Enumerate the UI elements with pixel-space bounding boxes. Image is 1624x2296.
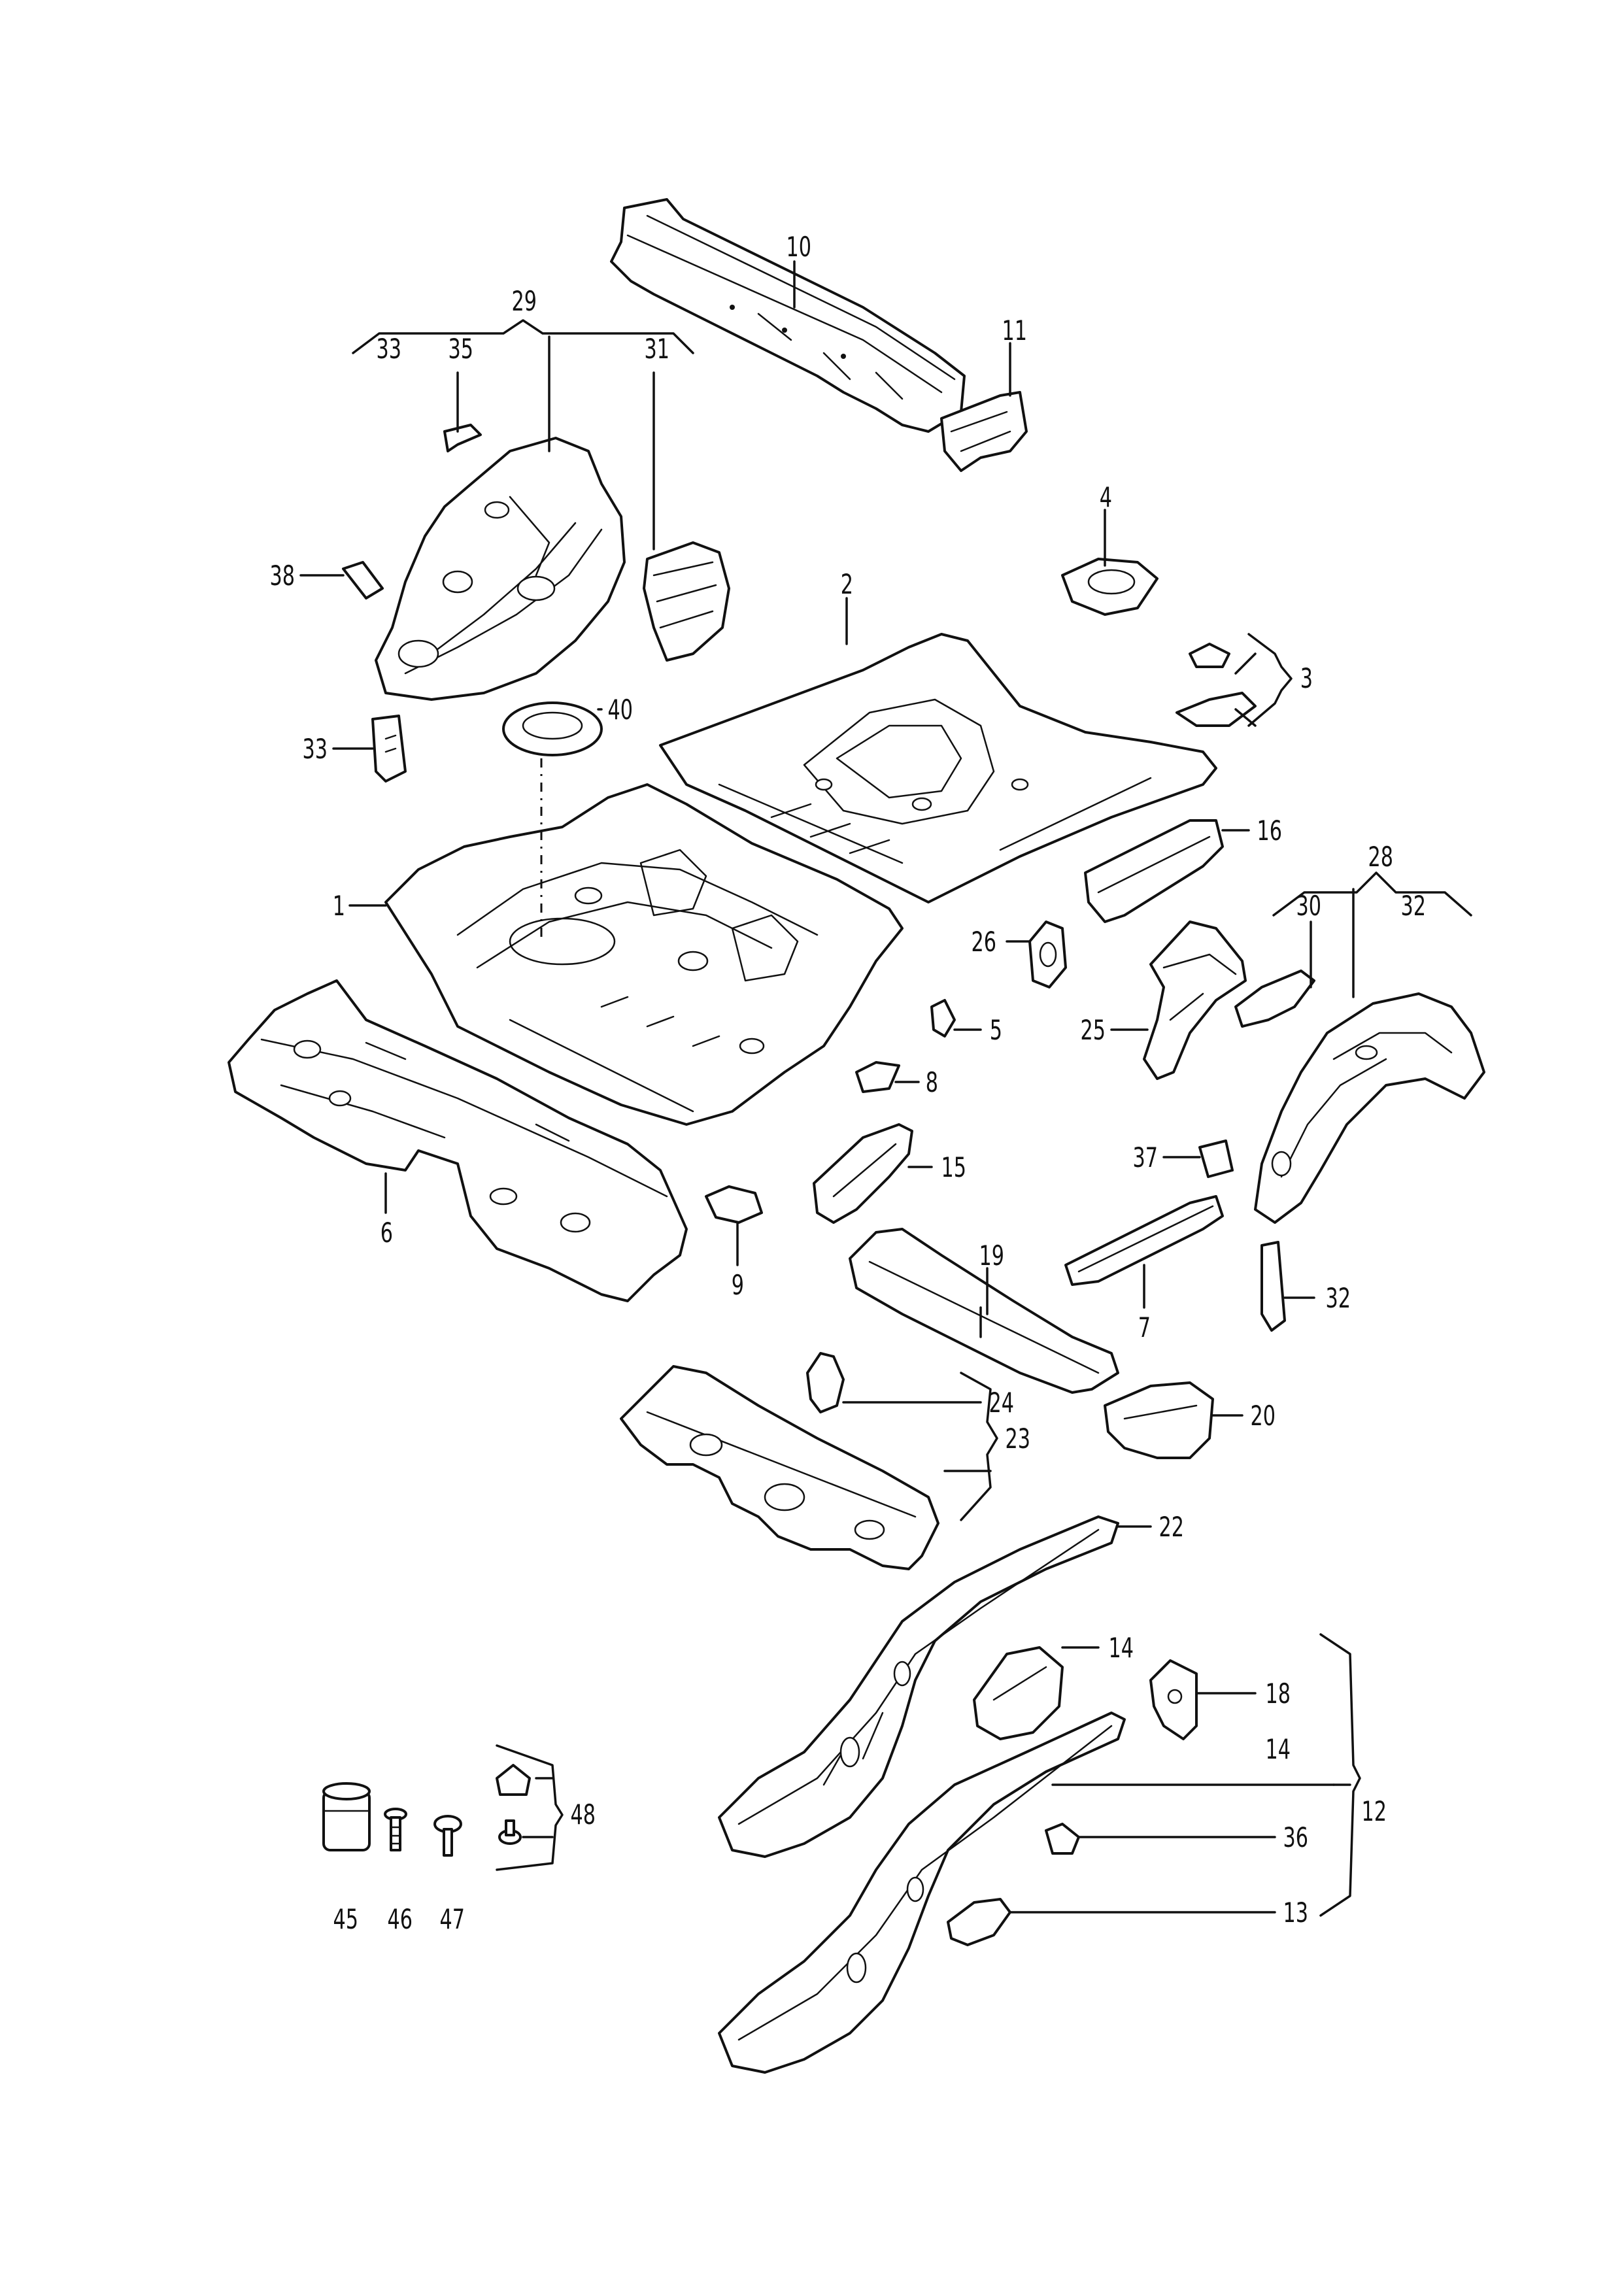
part-1-main-floor <box>384 783 904 1126</box>
callout-46: 46 <box>387 1903 412 1935</box>
callout-14-upper: 14 <box>1108 1632 1133 1664</box>
callout-16: 16 <box>1257 815 1281 847</box>
callout-6: 6 <box>381 1217 393 1249</box>
callout-2: 2 <box>841 568 853 600</box>
part-2-rear-floor <box>659 633 1217 903</box>
callout-26: 26 <box>971 926 996 958</box>
callout-32-header: 32 <box>1400 890 1425 922</box>
callout-8: 8 <box>926 1066 938 1098</box>
part-22-longitudinal-rail <box>718 1515 1119 1858</box>
part-8-bracket <box>855 1061 900 1093</box>
callout-4: 4 <box>1100 481 1112 513</box>
part-24-bracket <box>806 1352 845 1413</box>
part-37-clip <box>1198 1140 1234 1178</box>
part-47-screw <box>433 1815 462 1857</box>
part-19-cross-member <box>849 1228 1119 1394</box>
callout-9: 9 <box>732 1269 744 1301</box>
callout-30: 30 <box>1296 890 1321 922</box>
part-15-gusset <box>813 1123 913 1224</box>
part-35-clip <box>443 424 482 452</box>
part-10-cross-member <box>610 198 966 433</box>
part-7-rail <box>1064 1195 1224 1286</box>
part-32-bracket <box>1260 1241 1286 1332</box>
part-29-wheelhouse-inner <box>375 437 626 701</box>
part-33-bracket <box>371 715 407 783</box>
part-20-bracket <box>1104 1381 1214 1459</box>
part-14-bracket <box>973 1646 1064 1740</box>
callout-13: 13 <box>1283 1897 1308 1929</box>
part-28-wheelhouse-outer <box>1254 992 1485 1224</box>
callout-20: 20 <box>1250 1400 1275 1432</box>
callout-15: 15 <box>941 1151 966 1183</box>
part-46-bolt <box>384 1808 407 1851</box>
part-11-bracket <box>940 391 1028 472</box>
part-30-bracket <box>1234 970 1315 1028</box>
part-4-cap <box>1061 558 1159 616</box>
part-23-rear-panel <box>620 1365 939 1570</box>
callout-37: 37 <box>1132 1141 1157 1173</box>
part-26-bracket <box>1028 920 1067 988</box>
callout-40: 40 <box>607 694 632 726</box>
callout-19: 19 <box>979 1240 1004 1272</box>
callout-33-header: 33 <box>376 333 401 365</box>
callout-28: 28 <box>1368 841 1393 873</box>
part-13-bracket <box>947 1898 1011 1946</box>
part-6-heel-panel <box>228 979 688 1302</box>
callout-47: 47 <box>439 1903 464 1935</box>
leader-lines <box>299 260 1472 1917</box>
part-9-bracket <box>705 1185 763 1224</box>
callout-22: 22 <box>1159 1511 1183 1543</box>
callout-32: 32 <box>1325 1282 1350 1314</box>
callout-1: 1 <box>333 890 345 922</box>
callout-labels: 10 11 29 33 35 31 4 2 38 3 40 33 16 28 3… <box>269 231 1425 1935</box>
part-3-brackets <box>1176 643 1257 727</box>
callout-11: 11 <box>1002 314 1026 346</box>
part-48-nut <box>496 1764 531 1845</box>
callout-24: 24 <box>989 1387 1013 1419</box>
part-5-clip <box>930 999 956 1038</box>
part-18-plate <box>1149 1659 1198 1740</box>
part-12-longitudinal-rail <box>718 1712 1126 2074</box>
part-25-pillar <box>1143 920 1247 1080</box>
callout-5: 5 <box>990 1014 1002 1046</box>
callout-10: 10 <box>786 231 811 263</box>
part-40-plug <box>502 701 603 756</box>
callout-23: 23 <box>1005 1423 1030 1455</box>
part-45-sealant-container <box>322 1782 371 1851</box>
callout-25: 25 <box>1080 1014 1105 1046</box>
part-38-clip <box>342 561 384 599</box>
callout-18: 18 <box>1265 1678 1290 1710</box>
part-36-clip <box>1045 1823 1080 1855</box>
callout-7: 7 <box>1138 1311 1151 1343</box>
callout-12: 12 <box>1361 1795 1386 1827</box>
callout-45: 45 <box>333 1903 358 1935</box>
part-31-panel <box>643 541 730 662</box>
callout-14: 14 <box>1265 1733 1290 1765</box>
callout-31: 31 <box>644 333 669 365</box>
callout-48: 48 <box>570 1798 595 1831</box>
callout-36: 36 <box>1283 1821 1308 1853</box>
callout-38: 38 <box>269 560 294 592</box>
part-16-channel <box>1084 819 1224 923</box>
callout-35: 35 <box>448 333 473 365</box>
callout-3: 3 <box>1300 662 1313 694</box>
callout-33: 33 <box>302 733 327 765</box>
callout-29: 29 <box>511 285 536 317</box>
